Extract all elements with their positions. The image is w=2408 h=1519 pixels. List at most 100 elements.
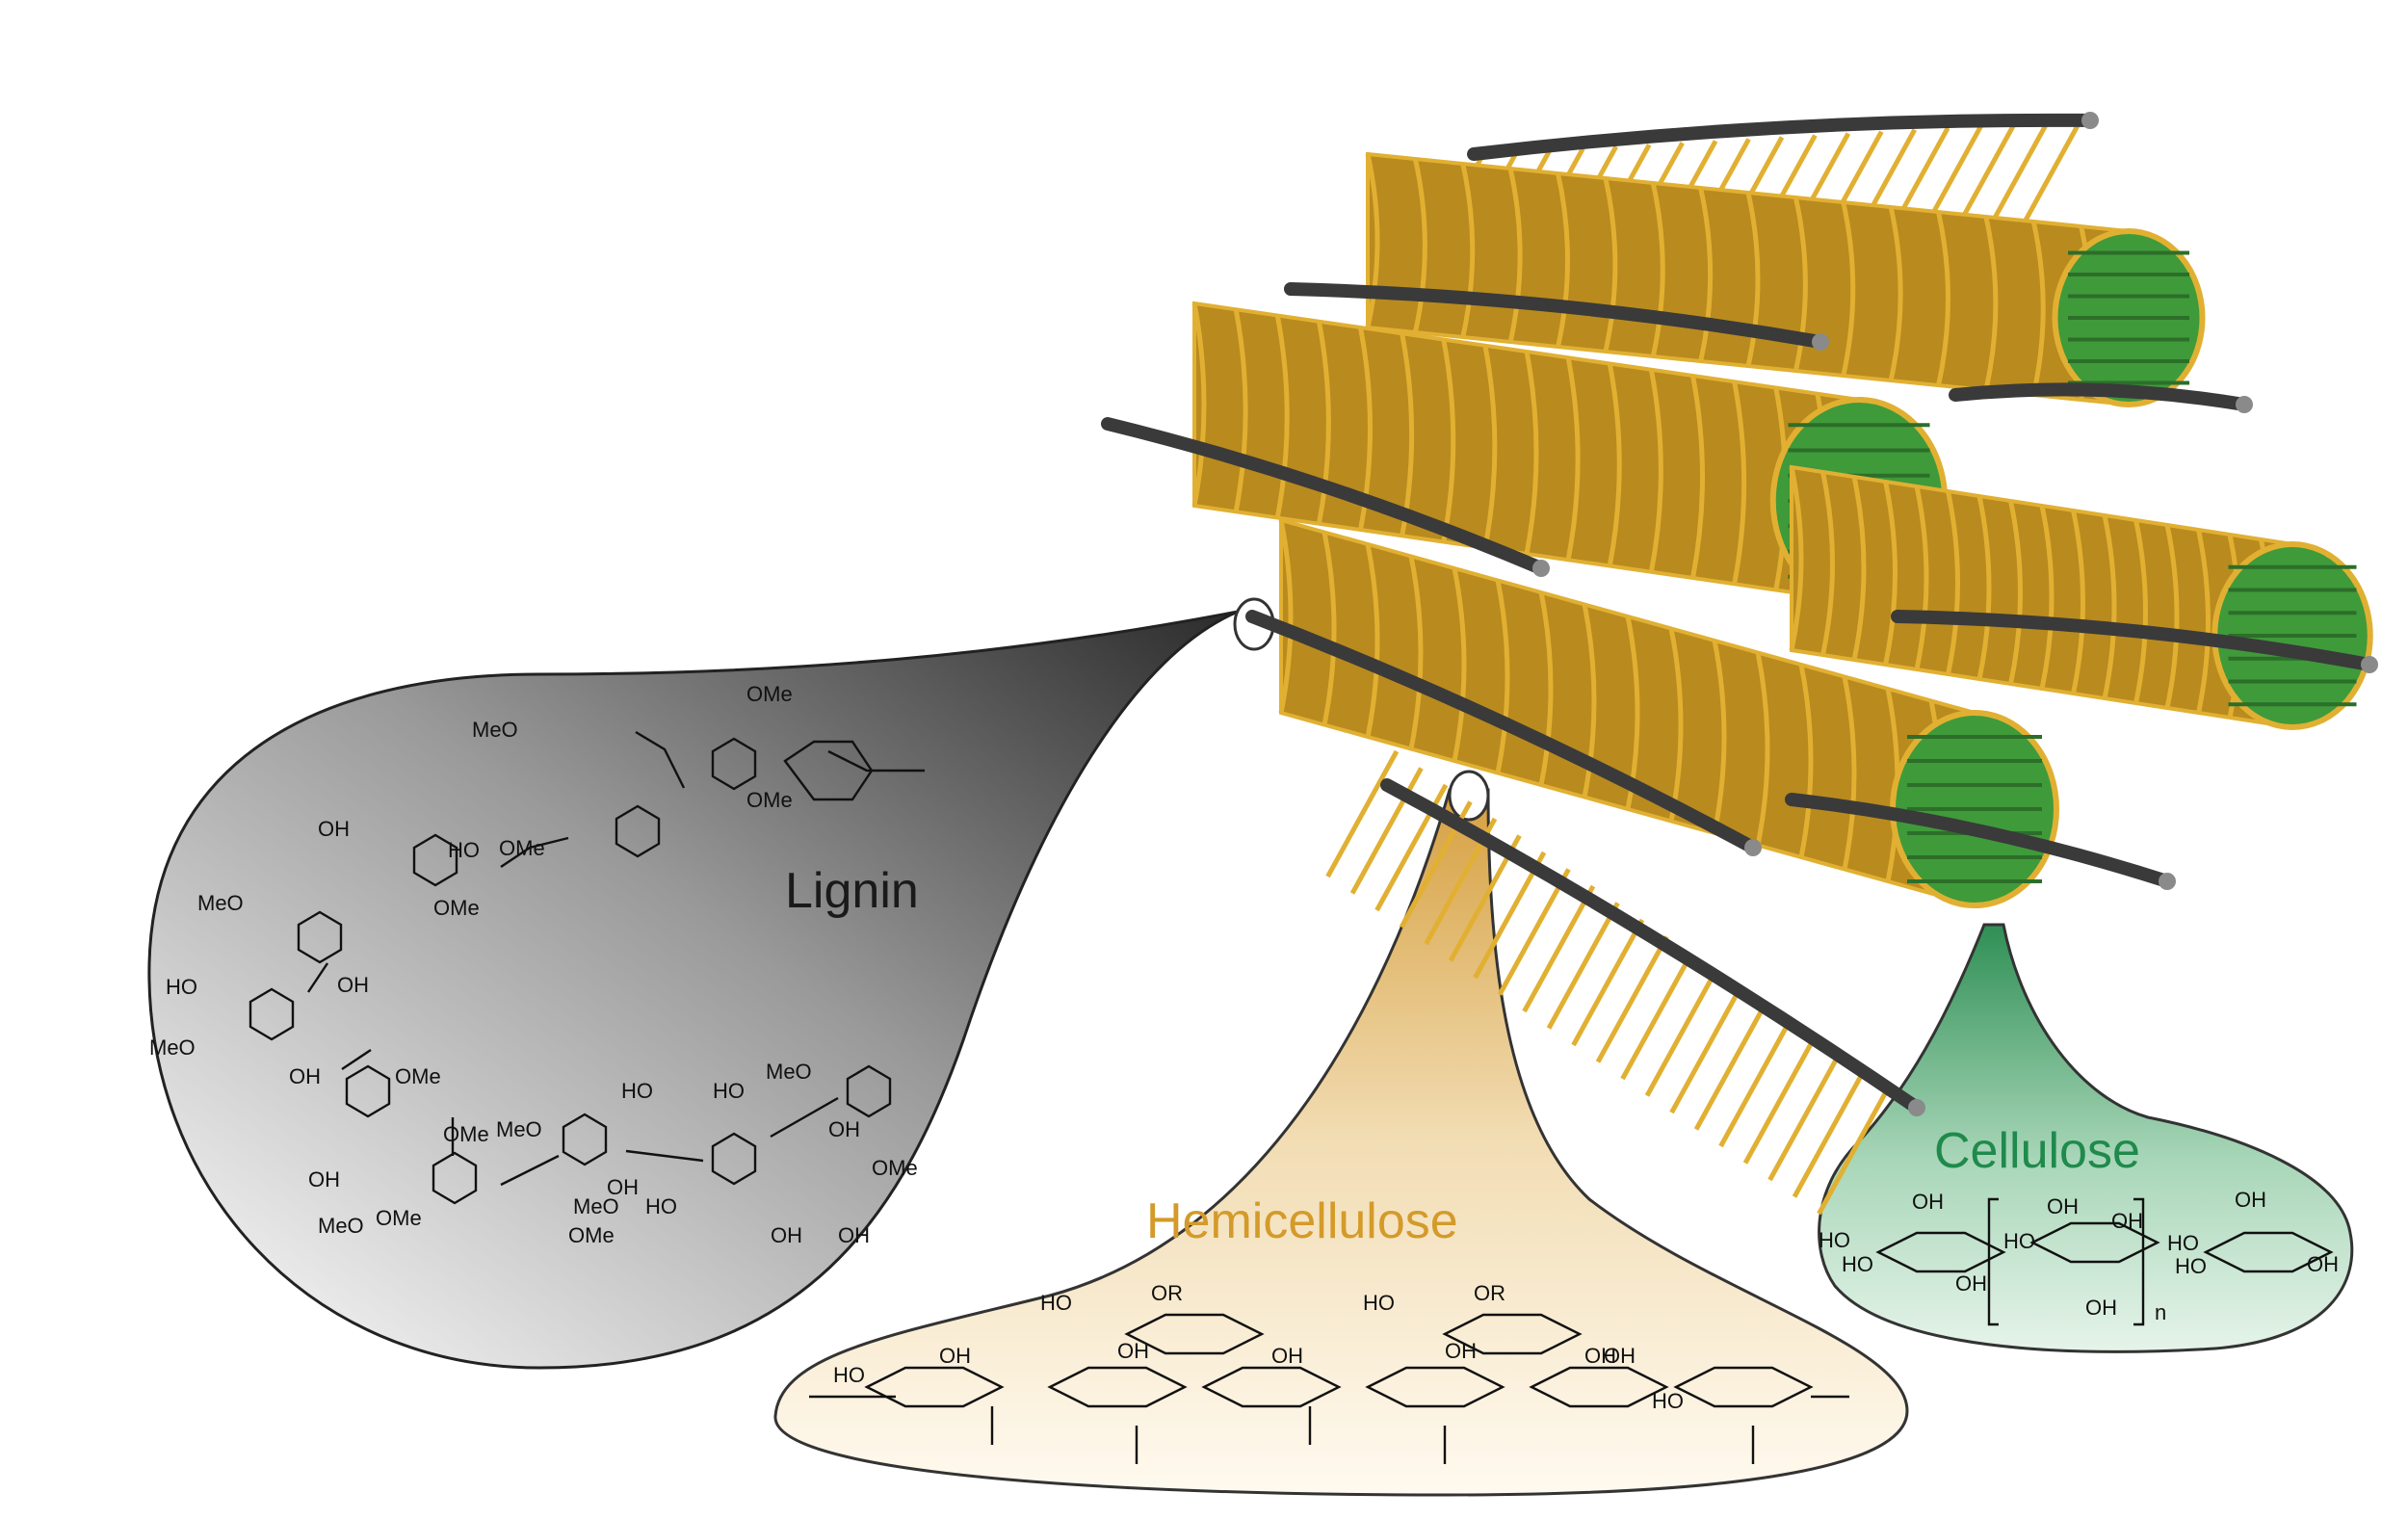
fibril-mesh-strand: [1460, 163, 1476, 338]
fibril-mesh-strand: [1524, 351, 1539, 555]
lignin-rod-end: [2361, 656, 2378, 673]
lignin-rod-end: [1908, 1099, 1925, 1116]
lignin-group-label: MeO: [318, 1214, 364, 1238]
hemicellulose-group-label: HO: [1652, 1389, 1684, 1413]
fibril-mesh-strand: [1732, 380, 1747, 585]
fibril-mesh-strand: [1789, 466, 1804, 651]
hemicellulose-strand: [1742, 1036, 1817, 1165]
fibril-mesh-strand: [1712, 640, 1727, 834]
fibril-mesh-strand: [1507, 168, 1523, 343]
fibril-mesh-strand: [1798, 664, 1814, 858]
lignin-rod-end: [1532, 560, 1550, 577]
lignin-group-label: HO: [621, 1079, 653, 1103]
fibril-mesh-strand: [1316, 321, 1331, 525]
hemicellulose-group-label: HO: [1363, 1291, 1395, 1315]
cellulose-group-label: n: [2155, 1300, 2166, 1324]
lignin-title: Lignin: [785, 863, 919, 919]
fibril-mesh-strand: [1582, 604, 1597, 798]
lignin-rod: [1785, 793, 2174, 888]
lignin-group-label: OH: [337, 973, 369, 997]
hemicellulose-strand: [1669, 985, 1743, 1114]
fibril-mesh-strand: [1793, 196, 1808, 372]
lignin-group-label: OH: [828, 1117, 860, 1141]
hemicellulose-strand: [1693, 1003, 1767, 1131]
hemicellulose-strand: [1620, 952, 1694, 1081]
lignin-rod-end: [2081, 112, 2099, 129]
fibril-mesh-strand: [2008, 500, 2023, 685]
lignin-group-label: OMe: [568, 1223, 615, 1247]
cellulose-group-label: HO: [1842, 1252, 1873, 1276]
fibril-mesh-strand: [2102, 514, 2117, 699]
hemicellulose-group-label: OH: [1271, 1344, 1303, 1368]
fibril-mesh-strand: [1607, 363, 1622, 566]
fibril-mesh-strand: [1755, 652, 1770, 846]
lignin-group-label: HO: [713, 1079, 745, 1103]
fibril-mesh-strand: [1690, 375, 1705, 579]
hemicellulose-group-label: OR: [1151, 1281, 1183, 1305]
cellulose-group-label: OH: [1912, 1190, 1944, 1214]
lignin-group-label: HO: [166, 975, 197, 999]
fibril-mesh-strand: [1983, 216, 1999, 391]
fibril-mesh-strand: [2071, 510, 2085, 694]
hemicellulose-strand: [1546, 902, 1620, 1030]
lignin-group-label: OH: [838, 1223, 870, 1247]
hemicellulose-title: Hemicellulose: [1146, 1193, 1458, 1249]
fibril-mesh-strand: [1842, 676, 1857, 870]
fibril-mesh-strand: [1274, 315, 1290, 518]
cellulose-group-label: HO: [1819, 1228, 1850, 1252]
hemicellulose-strand: [1325, 749, 1400, 878]
cell-wall-bundle: [1101, 112, 2378, 1216]
fibril-mesh-strand: [1412, 158, 1427, 333]
lignin-rod: [1467, 113, 2097, 161]
hemicellulose-callout: [773, 788, 1909, 1497]
lignin-rod-end: [1744, 839, 1762, 856]
fibril-mesh-strand: [1365, 543, 1380, 738]
lignin-group-label: MeO: [472, 718, 518, 742]
hemicellulose-group-label: OH: [1604, 1344, 1636, 1368]
lignin-group-label: OMe: [376, 1206, 422, 1230]
cellulose-group-label: OH: [2235, 1188, 2266, 1212]
fibril-mesh-strand: [1946, 490, 1960, 675]
fibril-mesh-strand: [1883, 481, 1898, 666]
hemicellulose-strand: [1522, 884, 1596, 1013]
cellulose-structure: [1875, 1197, 2334, 1326]
hemicellulose-group-label: OH: [1584, 1344, 1616, 1368]
hemicellulose-group-label: OH: [1445, 1339, 1477, 1363]
fibril-mesh-strand: [1233, 308, 1248, 512]
fibril-mesh-strand: [1888, 206, 1903, 381]
fibril-mesh-strand: [1914, 485, 1929, 670]
fibril-mesh-strand: [1191, 302, 1207, 507]
lignin-group-label: OH: [607, 1175, 639, 1199]
lignin-group-label: HO: [645, 1194, 677, 1218]
fibril-mesh-strand: [1603, 177, 1618, 353]
fibril-mesh-strand: [1841, 201, 1856, 377]
fibril-mesh-strand: [1482, 345, 1498, 549]
fibril-mesh-strand: [1936, 211, 1950, 386]
hemicellulose-group-label: OH: [939, 1344, 971, 1368]
fibril-mesh-strand: [1452, 567, 1467, 762]
fibril-mesh-strand: [2196, 529, 2211, 714]
cellulose-group-label: HO: [2167, 1231, 2199, 1255]
hemicellulose-strand: [1595, 935, 1669, 1063]
lignin-group-label: OMe: [433, 896, 480, 920]
fibril-mesh-strand: [1441, 339, 1456, 542]
cellulose-group-label: OH: [2111, 1209, 2143, 1233]
hemicellulose-group-label: HO: [1040, 1291, 1072, 1315]
lignin-rod: [1949, 382, 2251, 411]
fibril-mesh-strand: [1820, 471, 1835, 656]
lignin-group-label: HO: [448, 838, 480, 862]
lignin-group-label: OMe: [746, 682, 793, 706]
fibril-mesh-strand: [1556, 172, 1570, 348]
cellulose-group-label: OH: [2307, 1252, 2339, 1276]
hemicellulose-strand: [1792, 1070, 1866, 1198]
fibril-mesh-strand: [1698, 187, 1714, 362]
hemicellulose-strand: [2014, 118, 2083, 238]
lignin-group-label: OMe: [746, 788, 793, 812]
cellulose-group-label: HO: [2175, 1254, 2207, 1278]
lignin-group-label: MeO: [197, 891, 244, 915]
lignin-callout: [147, 610, 1239, 1370]
hemicellulose-strand: [1767, 1053, 1842, 1182]
fibril-mesh-strand: [1851, 476, 1867, 661]
